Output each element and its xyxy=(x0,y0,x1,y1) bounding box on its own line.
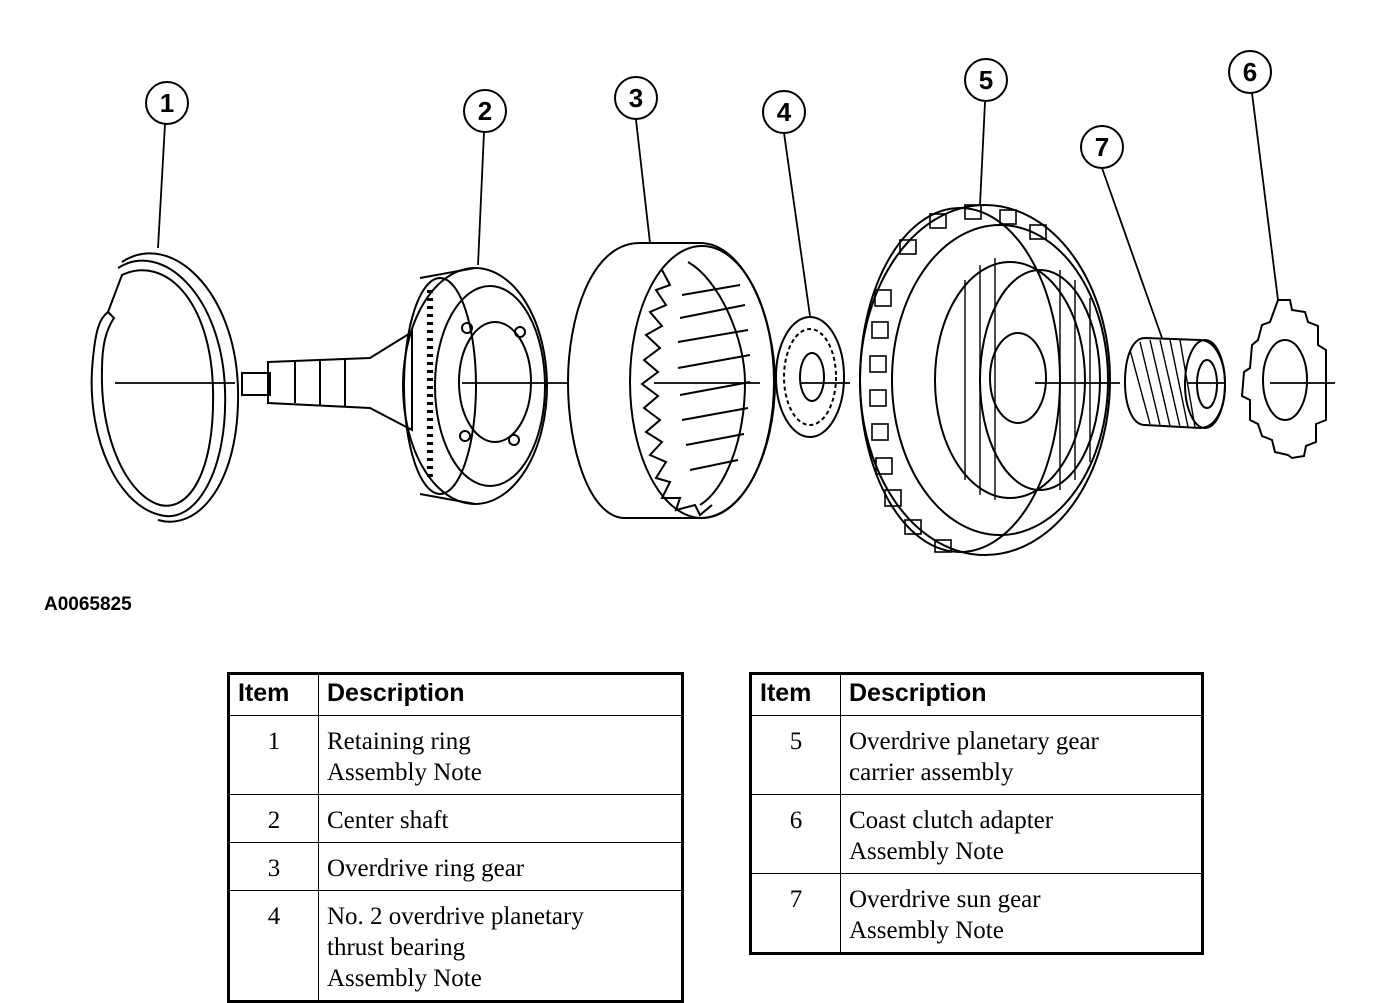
description-line: Overdrive ring gear xyxy=(327,855,525,882)
item-description: Overdrive ring gear xyxy=(318,842,683,891)
callout-label: 2 xyxy=(478,96,492,126)
exploded-view-diagram: 1 2 3 4 5 6 7 xyxy=(90,50,1335,556)
table-row: 7 Overdrive sun gear Assembly Note xyxy=(750,873,1203,954)
item-number: 7 xyxy=(750,873,841,954)
planetary-carrier-part xyxy=(859,204,1111,556)
callout-1: 1 xyxy=(145,81,189,125)
item-description: No. 2 overdrive planetary thrust bearing… xyxy=(318,890,683,1002)
item-description: Coast clutch adapter Assembly Note xyxy=(840,794,1203,874)
callout-label: 5 xyxy=(979,65,993,95)
description-line: thrust bearing xyxy=(327,934,466,961)
description-line: No. 2 overdrive planetary xyxy=(327,903,584,930)
table-row: 4 No. 2 overdrive planetary thrust beari… xyxy=(228,890,683,1002)
callout-2: 2 xyxy=(463,89,507,133)
callout-3: 3 xyxy=(614,76,658,120)
callout-7: 7 xyxy=(1080,125,1124,169)
description-line: Overdrive sun gear xyxy=(849,886,1041,913)
center-shaft-part xyxy=(241,267,548,505)
table-row: 5 Overdrive planetary gear carrier assem… xyxy=(750,715,1203,795)
retaining-ring-part xyxy=(90,252,240,523)
item-number: 2 xyxy=(228,794,319,843)
ring-gear-part xyxy=(566,242,777,519)
description-line: Assembly Note xyxy=(327,759,482,786)
legend-table-right: Item Description 5 Overdrive planetary g… xyxy=(749,672,1204,955)
column-header-item: Item xyxy=(228,673,319,716)
item-description: Overdrive sun gear Assembly Note xyxy=(840,873,1203,954)
clutch-adapter-part xyxy=(1240,299,1327,460)
description-line: carrier assembly xyxy=(849,759,1014,786)
table-row: 6 Coast clutch adapter Assembly Note xyxy=(750,794,1203,874)
callout-4: 4 xyxy=(762,90,806,134)
table-row: 2 Center shaft xyxy=(228,794,683,843)
thrust-bearing-part xyxy=(775,316,845,438)
description-line: Assembly Note xyxy=(849,917,1004,944)
description-line: Retaining ring xyxy=(327,728,471,755)
description-line: Assembly Note xyxy=(849,838,1004,865)
column-header-description: Description xyxy=(840,673,1203,716)
callout-5: 5 xyxy=(964,58,1008,102)
table-row: 1 Retaining ring Assembly Note xyxy=(228,715,683,795)
table-header-row: Item Description xyxy=(228,673,683,716)
leader-lines xyxy=(157,92,1279,339)
item-description: Center shaft xyxy=(318,794,683,843)
item-number: 6 xyxy=(750,794,841,874)
item-number: 4 xyxy=(228,890,319,1002)
description-line: Coast clutch adapter xyxy=(849,807,1054,834)
callout-label: 7 xyxy=(1095,132,1109,162)
sun-gear-part xyxy=(1123,336,1227,430)
description-line: Center shaft xyxy=(327,807,449,834)
table-header-row: Item Description xyxy=(750,673,1203,716)
description-line: Assembly Note xyxy=(327,965,482,992)
callout-label: 4 xyxy=(777,97,792,127)
description-line: Overdrive planetary gear xyxy=(849,728,1099,755)
figure-id: A0065825 xyxy=(44,594,132,615)
callout-6: 6 xyxy=(1228,50,1272,94)
column-header-item: Item xyxy=(750,673,841,716)
callout-label: 6 xyxy=(1243,57,1257,87)
item-number: 5 xyxy=(750,715,841,795)
callout-label: 3 xyxy=(629,83,643,113)
item-description: Retaining ring Assembly Note xyxy=(318,715,683,795)
item-description: Overdrive planetary gear carrier assembl… xyxy=(840,715,1203,795)
callout-label: 1 xyxy=(160,88,174,118)
item-number: 1 xyxy=(228,715,319,795)
item-number: 3 xyxy=(228,842,319,891)
table-row: 3 Overdrive ring gear xyxy=(228,842,683,891)
column-header-description: Description xyxy=(318,673,683,716)
legend-table-left: Item Description 1 Retaining ring Assemb… xyxy=(227,672,684,1003)
